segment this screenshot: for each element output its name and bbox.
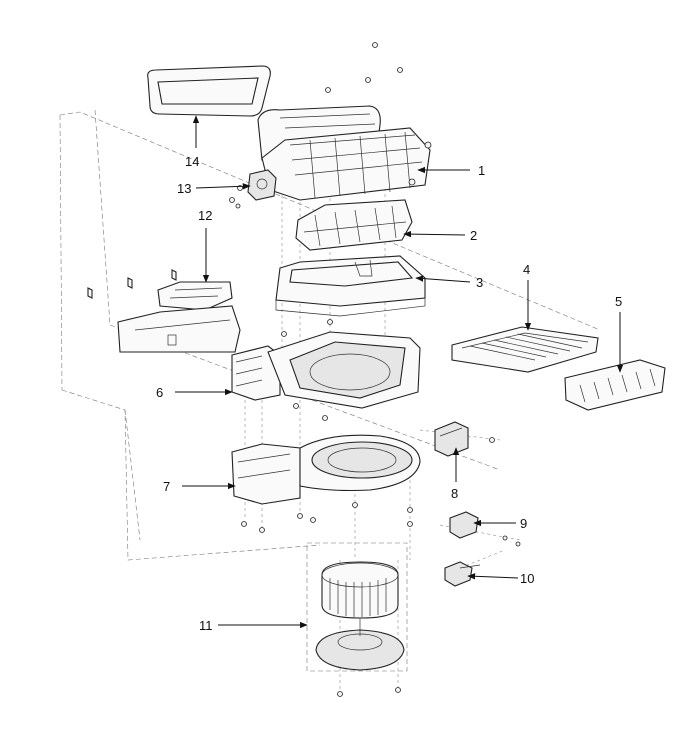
- part-1-upper-case: [257, 105, 432, 201]
- part-9-power-transistor: [449, 511, 521, 547]
- part-14-seal: [147, 65, 271, 117]
- callout-1: 1: [478, 163, 485, 178]
- callout-10: 10: [520, 571, 534, 586]
- leader-lines: [175, 115, 624, 629]
- part-2-intake-door: [295, 199, 413, 251]
- part-4-air-filter: [451, 326, 599, 373]
- callout-4: 4: [523, 262, 530, 277]
- part-5-filter-cover: [564, 359, 666, 411]
- callout-5: 5: [615, 294, 622, 309]
- part-3-intake-frame: [275, 255, 426, 317]
- callout-3: 3: [476, 275, 483, 290]
- part-8-module: [434, 421, 495, 457]
- callout-12: 12: [198, 208, 212, 223]
- dash-side-panel: [117, 305, 241, 353]
- screws: [241, 42, 413, 697]
- callout-8: 8: [451, 486, 458, 501]
- part-10-connector: [444, 561, 481, 587]
- callout-14: 14: [185, 154, 199, 169]
- callout-13: 13: [177, 181, 191, 196]
- callout-7: 7: [163, 479, 170, 494]
- part-11-blower-motor: [306, 542, 408, 672]
- part-6-case-housing: [231, 331, 421, 409]
- callout-6: 6: [156, 385, 163, 400]
- callout-9: 9: [520, 516, 527, 531]
- part-7-blower-case: [231, 434, 421, 505]
- part-13-actuator: [229, 169, 277, 209]
- callout-2: 2: [470, 228, 477, 243]
- callout-labels: 1 2 3 4 5 6 7 8 9 10 11 12 13 14: [156, 154, 622, 633]
- part-12-bracket: [87, 269, 233, 311]
- callout-11: 11: [199, 618, 213, 633]
